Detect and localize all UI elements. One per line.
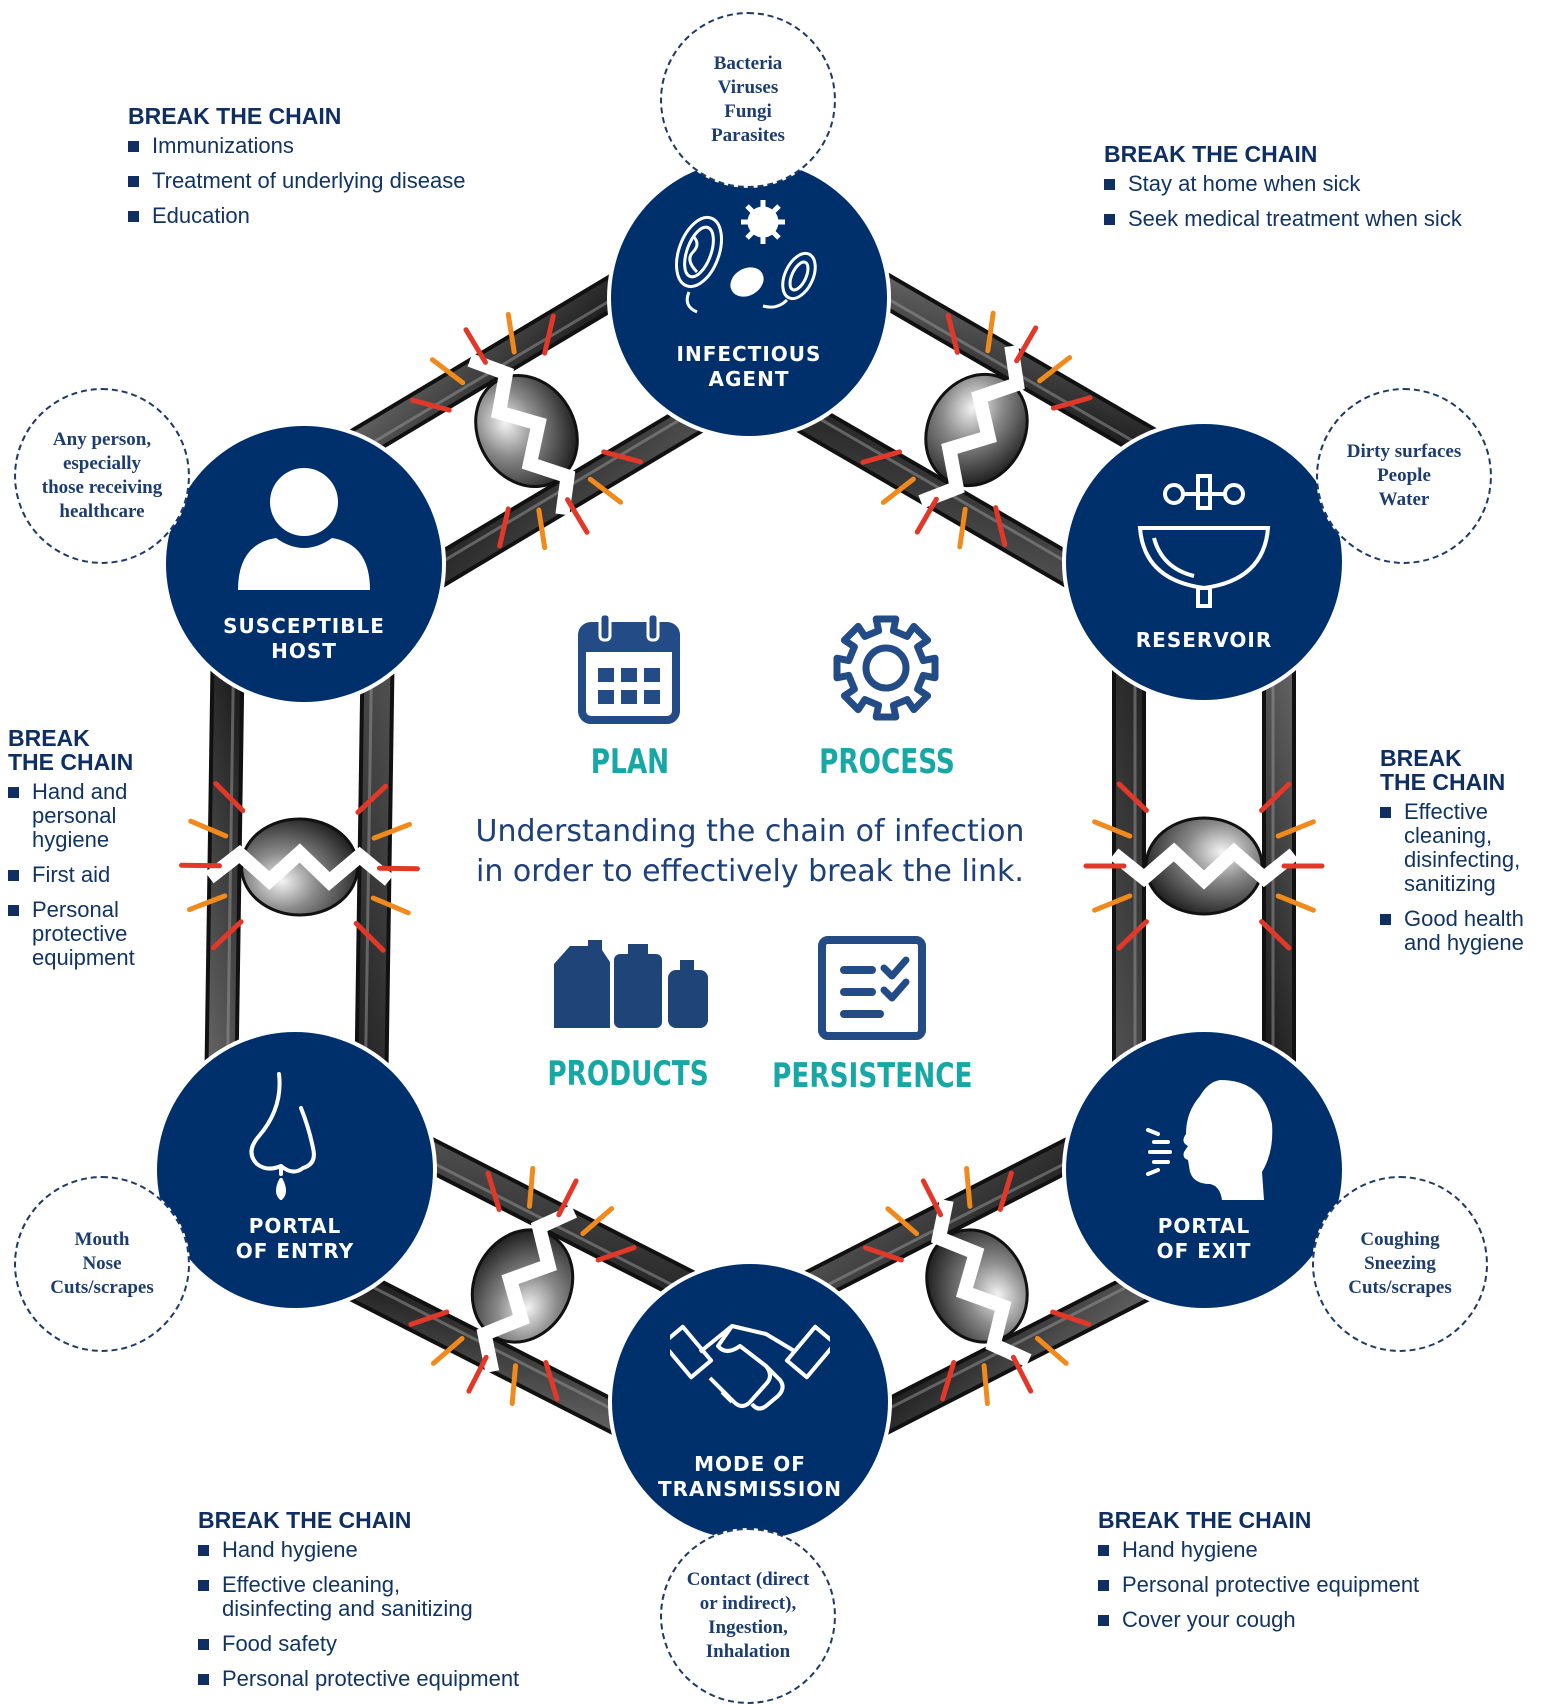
node-label: PORTAL OF ENTRY [235, 1214, 355, 1263]
bubble-portal-of-exit: Coughing Sneezing Cuts/scrapes [1312, 1176, 1488, 1352]
node-portal-of-exit: PORTAL OF EXIT [1066, 1032, 1342, 1308]
break-chain-top-left: BREAK THE CHAIN Immunizations Treatment … [128, 104, 528, 239]
bubble-portal-of-entry: Mouth Nose Cuts/scrapes [14, 1176, 190, 1352]
persistence-label: PERSISTENCE [772, 1056, 973, 1096]
break-spark [179, 781, 420, 953]
chain-break-joint [470, 1204, 577, 1374]
node-label: MODE OF TRANSMISSION [657, 1452, 843, 1501]
microbes-icon [675, 200, 817, 314]
nose-icon [249, 1072, 316, 1200]
break-chain-item: Personal protective equipment [8, 898, 188, 970]
bubble-mode-of-transmission: Contact (direct or indirect), Ingestion,… [660, 1528, 836, 1704]
node-susceptible-host: SUSCEPTIBLE HOST [166, 426, 442, 702]
bubble-infectious-agent: Bacteria Viruses Fungi Parasites [660, 12, 836, 188]
node-portal-of-entry: PORTAL OF ENTRY [157, 1032, 433, 1308]
break-chain-item: Hand and personal hygiene [8, 780, 188, 852]
break-chain-item: Effective cleaning, disinfecting, saniti… [1380, 800, 1540, 896]
break-chain-title: BREAK THE CHAIN [1104, 141, 1318, 167]
bubble-text: Bacteria Viruses Fungi Parasites [711, 53, 785, 146]
break-chain-item: Hand hygiene [198, 1538, 578, 1562]
node-reservoir: RESERVOIR [1066, 424, 1342, 700]
break-chain-bottom-left: BREAK THE CHAIN Hand hygiene Effective c… [198, 1508, 578, 1702]
break-chain-item: Hand hygiene [1098, 1538, 1498, 1562]
coughing-head-icon [1146, 1080, 1273, 1200]
product-bottles-icon [554, 940, 708, 1028]
break-chain-item: Effective cleaning, disinfecting and san… [198, 1573, 578, 1621]
break-chain-item: First aid [8, 863, 188, 887]
break-spark [1083, 781, 1325, 951]
break-chain-item: Treatment of underlying disease [128, 169, 528, 193]
break-chain-bottom-right: BREAK THE CHAIN Hand hygiene Personal pr… [1098, 1508, 1498, 1643]
gear-icon [833, 615, 939, 721]
break-spark [410, 311, 643, 551]
break-spark [862, 1165, 1092, 1407]
node-label: SUSCEPTIBLE HOST [223, 614, 385, 663]
break-chain-item: Immunizations [128, 134, 528, 158]
break-chain-item: Food safety [198, 1632, 578, 1656]
bubble-text: Contact (direct or indirect), Ingestion,… [686, 1569, 810, 1662]
checklist-icon [818, 936, 926, 1040]
break-chain-title: BREAK THE CHAIN [1380, 745, 1506, 795]
bubble-text: Mouth Nose Cuts/scrapes [50, 1229, 154, 1298]
break-chain-left: BREAK THE CHAIN Hand and personal hygien… [8, 726, 188, 981]
node-mode-of-transmission: MODE OF TRANSMISSION [612, 1264, 888, 1540]
plan-label: PLAN [590, 742, 670, 782]
node-label: RESERVOIR [1135, 628, 1273, 652]
node-label: INFECTIOUS AGENT [676, 342, 822, 391]
chain-break-joint [1109, 816, 1299, 916]
sink-icon [1137, 474, 1271, 608]
break-chain-item: Personal protective equipment [198, 1667, 578, 1691]
node-label: PORTAL OF EXIT [1156, 1214, 1252, 1263]
person-icon [238, 468, 370, 590]
process-label: PROCESS [819, 742, 955, 782]
break-chain-item: Stay at home when sick [1104, 172, 1524, 196]
break-chain-right: BREAK THE CHAIN Effective cleaning, disi… [1380, 746, 1540, 966]
bubble-text: Coughing Sneezing Cuts/scrapes [1348, 1229, 1452, 1298]
bubble-reservoir: Dirty surfaces People Water [1316, 388, 1492, 564]
break-chain-item: Personal protective equipment [1098, 1573, 1498, 1597]
handshake-icon [670, 1324, 830, 1411]
break-chain-title: BREAK THE CHAIN [198, 1507, 412, 1533]
break-chain-item: Cover your cough [1098, 1608, 1498, 1632]
break-chain-item: Education [128, 204, 528, 228]
products-label: PRODUCTS [547, 1054, 709, 1094]
break-chain-item: Good health and hygiene [1380, 907, 1540, 955]
bubble-text: Dirty surfaces People Water [1346, 441, 1462, 510]
chain-break-joint [467, 353, 579, 516]
bubble-text: Any person, especially those receiving h… [41, 429, 163, 522]
break-chain-top-right: BREAK THE CHAIN Stay at home when sick S… [1104, 142, 1524, 242]
chain-break-joint [205, 817, 394, 917]
chain-break-joint [925, 1198, 1032, 1368]
break-chain-title: BREAK THE CHAIN [128, 103, 342, 129]
node-infectious-agent: INFECTIOUS AGENT [611, 160, 887, 436]
center-statement: Understanding the chain of infection in … [475, 814, 1025, 889]
calendar-icon [578, 612, 680, 724]
break-spark [860, 310, 1093, 550]
break-chain-title: BREAK THE CHAIN [8, 725, 134, 775]
chain-break-joint [918, 345, 1029, 509]
break-chain-title: BREAK THE CHAIN [1098, 1507, 1312, 1533]
bubble-susceptible-host: Any person, especially those receiving h… [14, 388, 190, 564]
break-chain-item: Seek medical treatment when sick [1104, 207, 1524, 231]
break-spark [408, 1165, 637, 1407]
